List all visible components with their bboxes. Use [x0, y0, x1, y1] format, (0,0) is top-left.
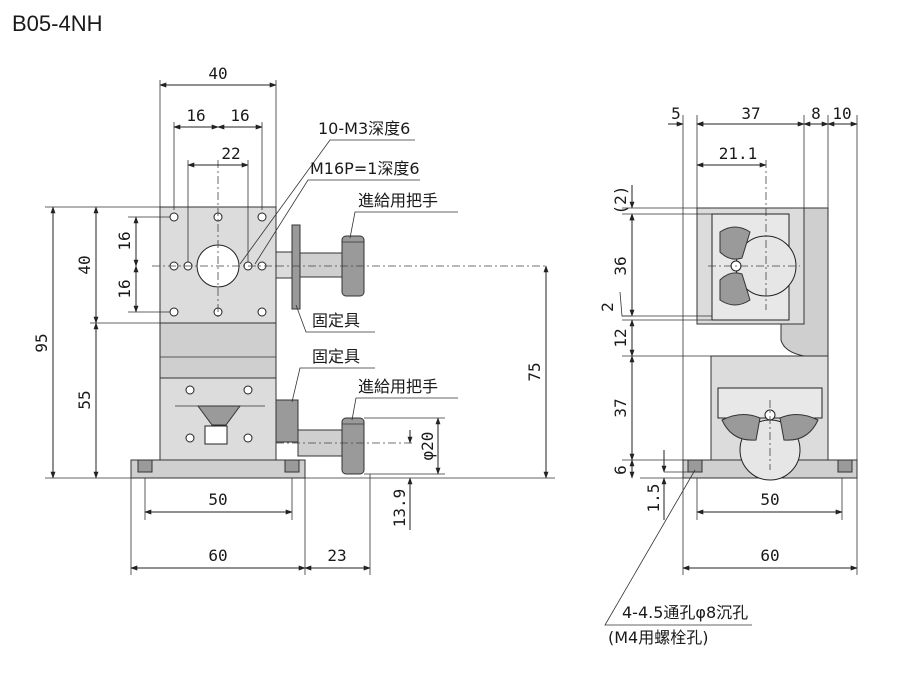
dim-handle-reach: 23: [327, 546, 346, 565]
dim-total-height: 95: [32, 333, 51, 352]
upper-feed-handle[interactable]: [275, 224, 365, 310]
dim-lower-height: 55: [75, 390, 94, 409]
label-lock-lower: 固定具: [312, 347, 360, 366]
dim-upper-pitch-top: 16: [115, 231, 134, 250]
dim-side-base-hole-pitch: 50: [760, 490, 779, 509]
dim-side-top-margin: (2): [611, 186, 630, 215]
dim-side-offset-left: 5: [671, 104, 681, 123]
dim-top-width: 40: [208, 64, 227, 83]
dovetail: [197, 405, 241, 426]
dim-side-step: 2: [598, 302, 617, 312]
dim-knob-offset: 13.9: [390, 489, 409, 528]
side-view: 5 37 8 10 21.1 (2) 36 2 12 37 6 1.5: [598, 104, 858, 647]
label-center-thread: M16P=1深度6: [310, 159, 420, 178]
model-title: B05-4NH: [12, 11, 102, 36]
dim-center-span: 22: [221, 144, 240, 163]
lower-feed-handle[interactable]: [275, 399, 365, 475]
dim-side-gap-a: 8: [811, 104, 821, 123]
base-plate: [130, 459, 306, 479]
lower-knob: [341, 417, 365, 475]
dim-side-depth: 37: [741, 104, 760, 123]
label-bolt-note: (M4用螺栓孔): [608, 628, 708, 647]
dim-side-lower: 37: [611, 398, 630, 417]
dim-upper-height: 40: [75, 255, 94, 274]
middle-block: [159, 322, 277, 379]
label-feed-handle-lower: 進給用把手: [358, 377, 438, 396]
side-bracket: [780, 207, 829, 357]
dim-base-hole-pitch: 50: [208, 490, 227, 509]
dim-knob-dia: φ20: [418, 432, 437, 461]
front-view: 40 16 16 22 95 40 55 16 16 75 φ2: [32, 64, 555, 575]
dim-side-base-width: 60: [760, 546, 779, 565]
dim-side-counterbore: 1.5: [644, 484, 663, 513]
dim-side-middle: 12: [611, 328, 630, 347]
label-mounting-holes: 4-4.5通孔φ8沉孔: [622, 603, 748, 622]
dim-side-upper-travel: 36: [611, 256, 630, 275]
dim-pitch-left: 16: [186, 106, 205, 125]
dim-pitch-right: 16: [230, 106, 249, 125]
label-feed-handle-upper: 進給用把手: [358, 191, 438, 210]
lock-window: [204, 425, 228, 445]
dim-side-center-offset: 21.1: [719, 144, 758, 163]
label-lock-upper: 固定具: [312, 311, 360, 330]
dim-base-width: 60: [208, 546, 227, 565]
dim-handle-height: 75: [525, 362, 544, 381]
dim-side-gap-b: 10: [832, 104, 851, 123]
dim-side-base-thickness: 6: [611, 465, 630, 475]
label-tapped-holes: 10-M3深度6: [318, 119, 410, 138]
dim-upper-pitch-bottom: 16: [115, 279, 134, 298]
